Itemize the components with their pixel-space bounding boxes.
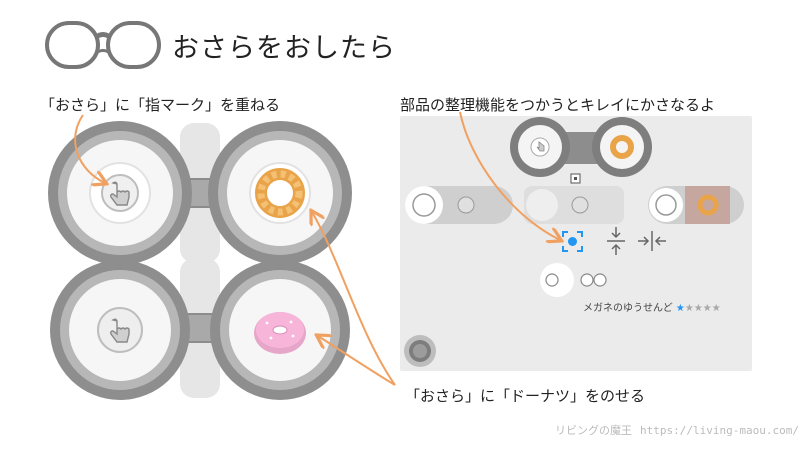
priority-rating[interactable]: メガネのゆうせんど ★★★★★: [583, 299, 721, 314]
glasses-finger-pinkdonut: [50, 258, 350, 400]
glasses-finger-donut: [48, 121, 352, 265]
double-lens-toggle[interactable]: [580, 273, 607, 287]
site-credit: リビングの魔王 https://living-maou.com/: [555, 422, 800, 438]
glasses-preview[interactable]: [510, 117, 652, 177]
priority-rating-label: メガネのゆうせんど: [583, 303, 673, 314]
site-url[interactable]: https://living-maou.com/: [640, 424, 799, 437]
finger-icon: [110, 318, 130, 343]
part-plate[interactable]: [405, 186, 513, 224]
part-donut[interactable]: [648, 186, 744, 224]
finger-icon: [110, 181, 130, 206]
caption-arrange-feature: 部品の整理機能をつかうとキレイにかさなるよ: [400, 96, 716, 114]
caption-overlap-finger: 「おさら」に「指マーク」を重ねる: [40, 96, 281, 114]
donut-orange-icon: [255, 168, 305, 218]
app-screenshot: メガネのゆうせんど ★★★★★: [400, 116, 752, 371]
star-icon[interactable]: ★: [711, 303, 721, 314]
star-icon[interactable]: ★: [693, 303, 703, 314]
star-icon[interactable]: ★: [684, 303, 694, 314]
donut-pink-icon: [254, 312, 306, 354]
caption-put-donut: 「おさら」に「ドーナツ」をのせる: [405, 387, 646, 405]
page-title: おさらをおしたら: [172, 33, 396, 64]
star-icon[interactable]: ★: [702, 303, 712, 314]
single-lens-toggle[interactable]: [540, 263, 574, 297]
star-icon[interactable]: ★: [675, 303, 685, 314]
tool-button[interactable]: [404, 335, 436, 367]
glasses-icon: [45, 21, 161, 69]
site-name: リビングの魔王: [555, 424, 632, 437]
part-finger[interactable]: [524, 186, 624, 224]
align-horizontal-icon[interactable]: [638, 231, 666, 251]
expand-icon[interactable]: [570, 173, 581, 184]
align-vertical-icon[interactable]: [607, 227, 625, 255]
